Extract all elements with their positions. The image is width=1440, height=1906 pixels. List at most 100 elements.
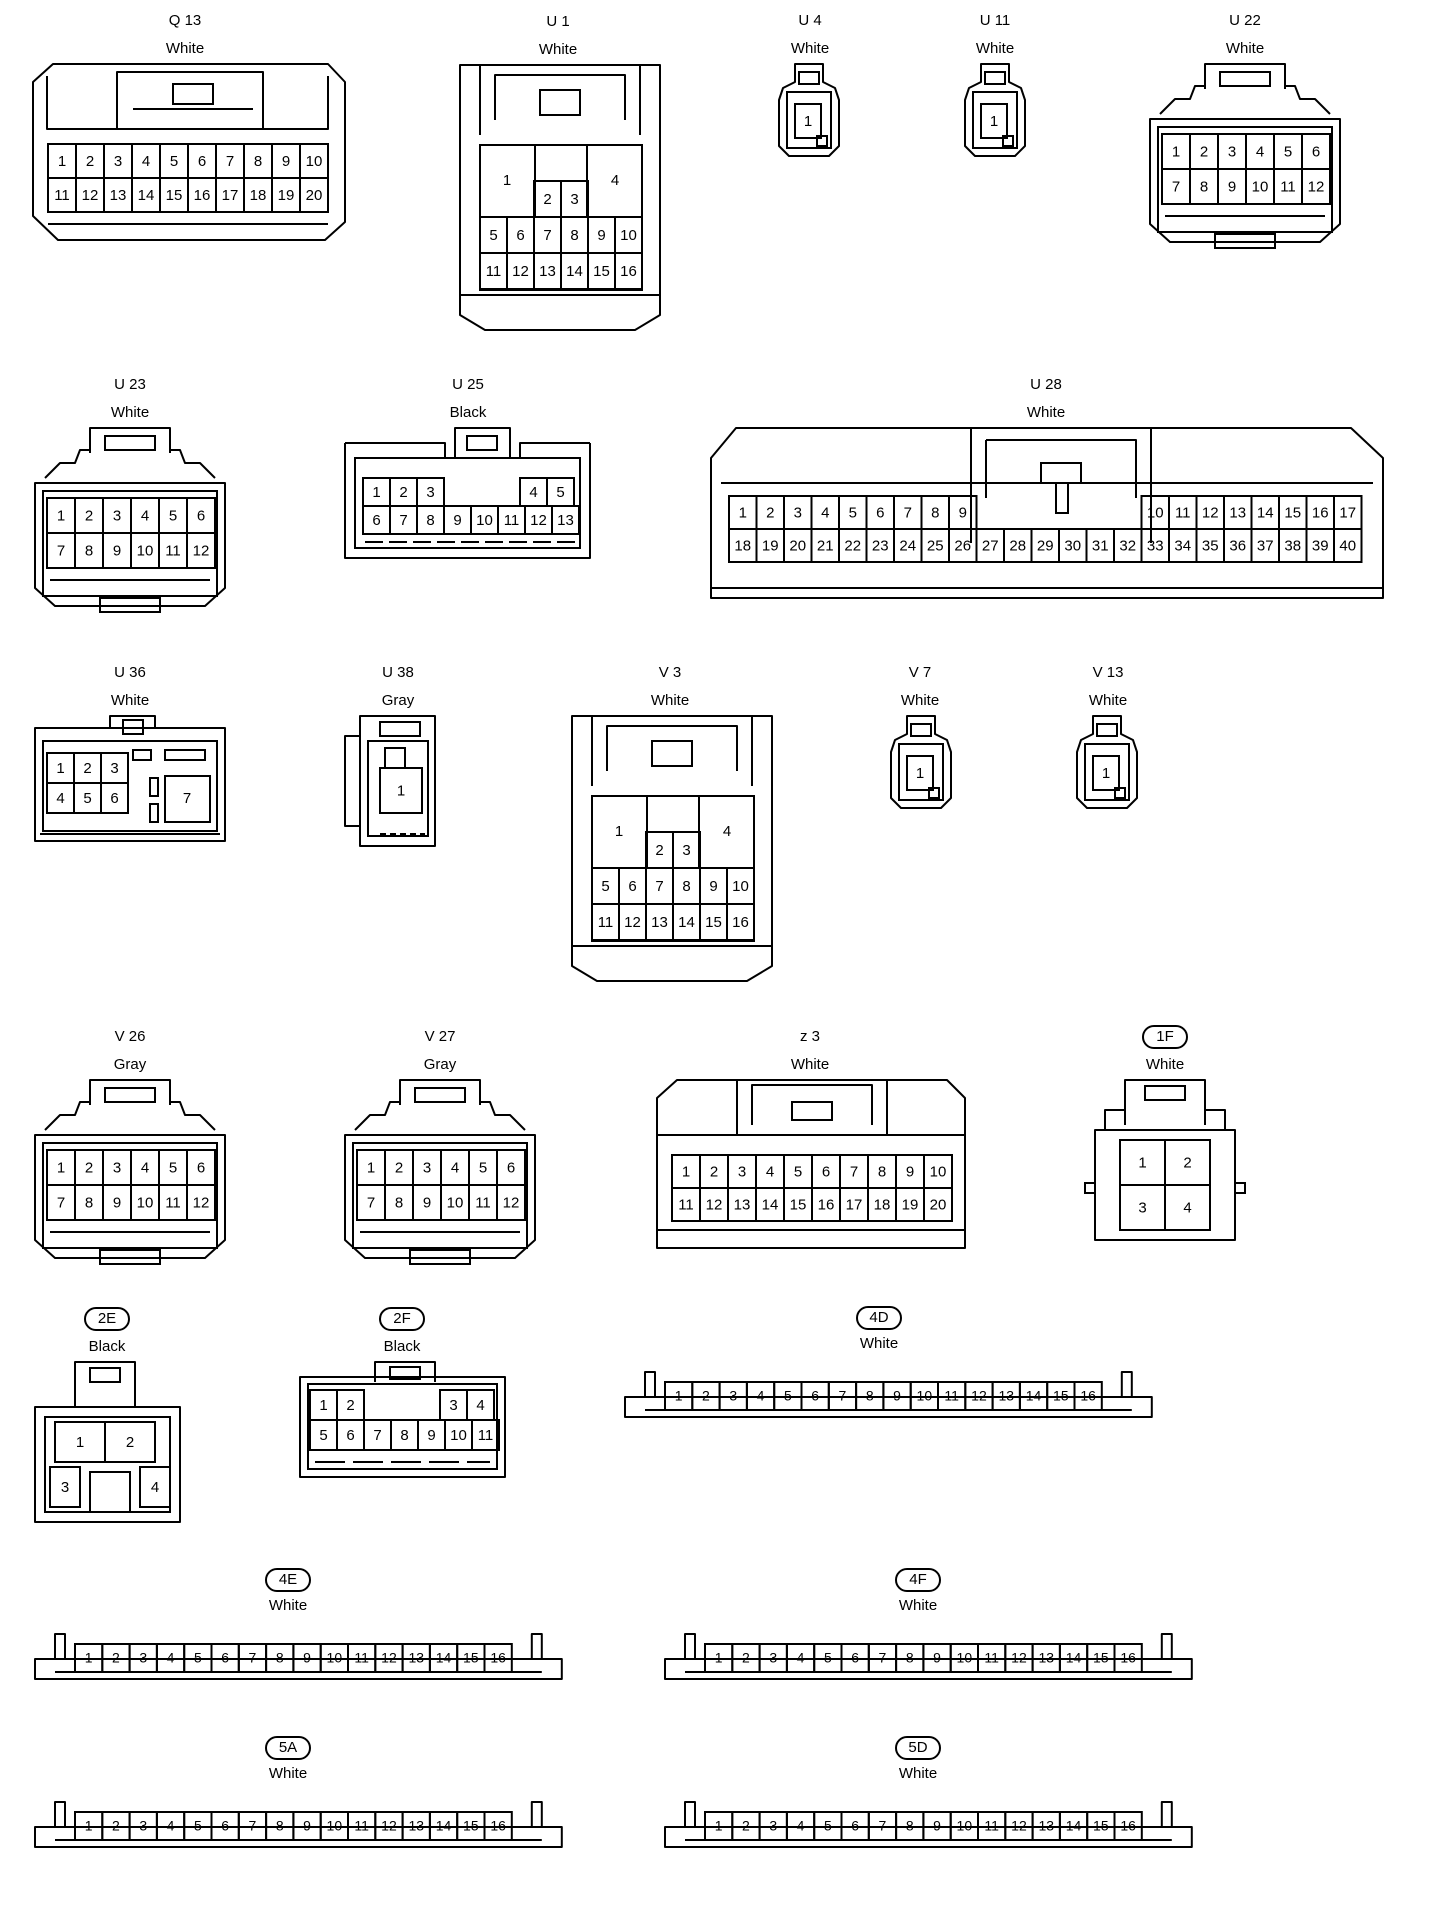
pin-cell [139, 1466, 171, 1508]
pin-number: 15 [463, 1818, 479, 1834]
connector-color: White [539, 41, 577, 58]
pin-number: 10 [957, 1650, 973, 1666]
pin-number: 8 [906, 1818, 914, 1834]
pin-number: 8 [395, 1194, 403, 1211]
pin-cell [551, 505, 580, 535]
connector-id-oval [265, 1568, 311, 1592]
pin-number: 4 [476, 1397, 484, 1414]
pin-number: 16 [490, 1818, 506, 1834]
pin-number: 35 [1202, 537, 1219, 554]
connector-color: White [1027, 404, 1065, 421]
pin-number: 12 [624, 914, 641, 931]
connector-id: V 26 [115, 1028, 146, 1045]
pin-number: 10 [1147, 504, 1164, 521]
connector-color: White [1226, 40, 1264, 57]
pin-number: 8 [85, 1194, 93, 1211]
pin-number: 4 [797, 1818, 805, 1834]
pin-number: 5 [194, 1818, 202, 1834]
pin-number: 16 [1120, 1818, 1136, 1834]
pin-number: 16 [194, 187, 211, 204]
pin-number: 18 [250, 187, 267, 204]
pin-number: 19 [902, 1196, 919, 1213]
pin-number: 3 [110, 760, 118, 777]
pin-number: 20 [789, 537, 806, 554]
pin-number: 1 [715, 1818, 723, 1834]
pin-number: 11 [54, 187, 70, 204]
pin-cell [614, 252, 643, 290]
connector-id: U 23 [114, 376, 146, 393]
pin-number: 3 [794, 504, 802, 521]
pin-number: 1 [804, 113, 812, 130]
pin-number: 14 [1026, 1388, 1042, 1404]
pin-number: 11 [486, 263, 502, 280]
pin-number: 9 [709, 878, 717, 895]
pin-number: 12 [1308, 178, 1325, 195]
pin-number: 8 [426, 512, 434, 529]
pin-number: 15 [166, 187, 183, 204]
connector-id-oval [895, 1568, 941, 1592]
pin-number: 22 [844, 537, 861, 554]
pin-number: 4 [167, 1818, 175, 1834]
pin-number: 8 [85, 542, 93, 559]
connector-color: White [269, 1765, 307, 1782]
pin-number: 1 [397, 782, 405, 799]
pin-number: 2 [543, 191, 551, 208]
pin-number: 4 [56, 790, 64, 807]
pin-number: 1 [739, 504, 747, 521]
pin-number: 7 [1172, 178, 1180, 195]
pin-number: 9 [453, 512, 461, 529]
pin-number: 4 [1256, 143, 1264, 160]
pin-number: 16 [620, 263, 637, 280]
connector-color: Black [384, 1338, 421, 1355]
pin-number: 30 [1064, 537, 1081, 554]
pin-number: 15 [1053, 1388, 1069, 1404]
connector-color: White [901, 692, 939, 709]
pin-number: 10 [917, 1388, 933, 1404]
pin-number: 10 [1252, 178, 1269, 195]
pin-number: 13 [734, 1196, 751, 1213]
pin-number: 6 [221, 1650, 229, 1666]
pin-number: 2 [346, 1397, 354, 1414]
pin-number: 12 [1202, 504, 1219, 521]
pin-number: 9 [427, 1427, 435, 1444]
pin-number: 7 [249, 1650, 257, 1666]
pin-number: 3 [570, 191, 578, 208]
pin-number: 9 [906, 1163, 914, 1180]
pin-number: 8 [866, 1388, 874, 1404]
pin-number: 3 [139, 1818, 147, 1834]
pin-number: 3 [769, 1650, 777, 1666]
pin-number: 9 [303, 1818, 311, 1834]
pin-number: 27 [982, 537, 999, 554]
connector-id: V 7 [909, 664, 932, 681]
pin-number: 10 [450, 1427, 467, 1444]
pin-cell [496, 1184, 526, 1221]
pin-number: 6 [822, 1163, 830, 1180]
pin-number: 38 [1284, 537, 1301, 554]
pin-number: 2 [742, 1650, 750, 1666]
pin-number: 1 [58, 153, 66, 170]
pin-cell [483, 1811, 513, 1841]
pin-number: 4 [757, 1388, 765, 1404]
pin-number: 7 [850, 1163, 858, 1180]
pin-number: 4 [766, 1163, 774, 1180]
pin-number: 28 [1009, 537, 1026, 554]
pin-number: 34 [1174, 537, 1191, 554]
pin-number: 8 [400, 1427, 408, 1444]
pin-number: 36 [1229, 537, 1246, 554]
connector-id: V 27 [425, 1028, 456, 1045]
pin-number: 11 [1280, 178, 1296, 195]
pin-number: 11 [165, 542, 181, 559]
pin-number: 15 [593, 263, 610, 280]
pin-number: 2 [86, 153, 94, 170]
pin-number: 1 [85, 1650, 93, 1666]
connector-id: Q 13 [169, 12, 202, 29]
connector-id: 4E [279, 1571, 297, 1588]
pin-number: 19 [762, 537, 779, 554]
pin-cell [1113, 1811, 1143, 1841]
